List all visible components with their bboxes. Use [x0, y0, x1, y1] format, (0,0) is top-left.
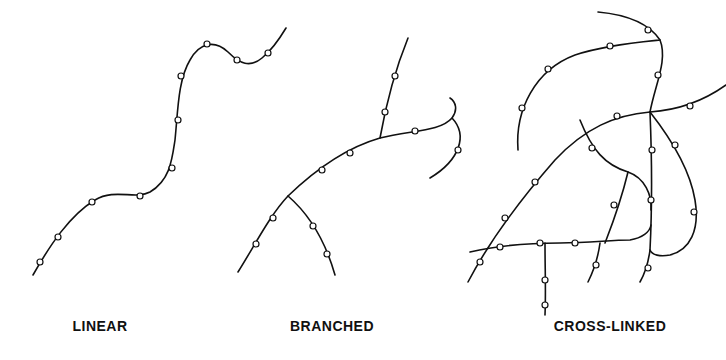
- structure-label: LINEAR: [72, 318, 127, 334]
- polymer-chain: [598, 12, 663, 112]
- polymer-chain: [238, 98, 456, 272]
- polymer-chain: [468, 85, 726, 282]
- cross-link: [588, 243, 600, 282]
- polymer-chain: [518, 40, 660, 150]
- structure-label: BRANCHED: [290, 318, 374, 334]
- polymer-branch: [430, 118, 460, 178]
- polymer-chain: [470, 225, 651, 252]
- polymer-branch: [288, 196, 335, 275]
- cross-link: [605, 172, 628, 243]
- cross-link: [580, 120, 651, 210]
- polymer-chain: [33, 28, 286, 275]
- structure-label: CROSS-LINKED: [554, 318, 667, 334]
- polymer-branch: [380, 38, 408, 138]
- polymer-chain: [650, 112, 696, 256]
- monomer-dots: [37, 27, 697, 308]
